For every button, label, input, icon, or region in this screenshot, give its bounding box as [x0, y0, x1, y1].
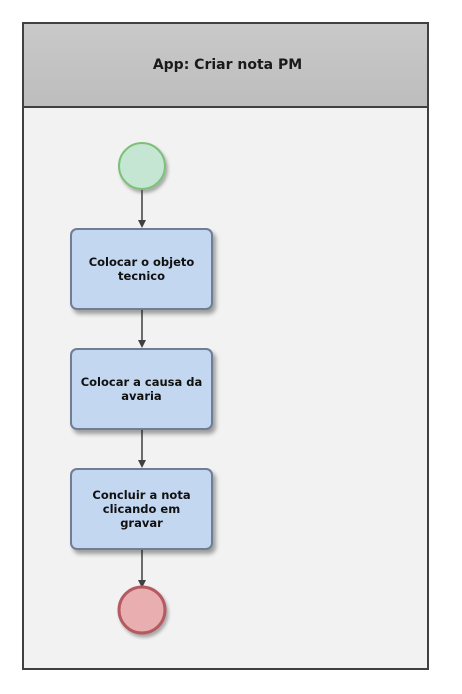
task-colocar-causa-avaria: Colocar a causa da avaria: [70, 348, 213, 430]
end-event: [117, 585, 167, 635]
start-event: [118, 142, 166, 190]
task-label: Colocar o objeto tecnico: [88, 255, 195, 283]
pool-header: App: Criar nota PM: [24, 24, 427, 108]
task-colocar-objeto-tecnico: Colocar o objeto tecnico: [70, 228, 213, 310]
task-concluir-nota: Concluir a nota clicando em gravar: [70, 468, 213, 550]
task-label: Concluir a nota clicando em gravar: [92, 488, 191, 530]
pool: App: Criar nota PM: [22, 22, 429, 670]
task-label: Colocar a causa da avaria: [80, 375, 203, 403]
pool-title: App: Criar nota PM: [152, 57, 303, 73]
